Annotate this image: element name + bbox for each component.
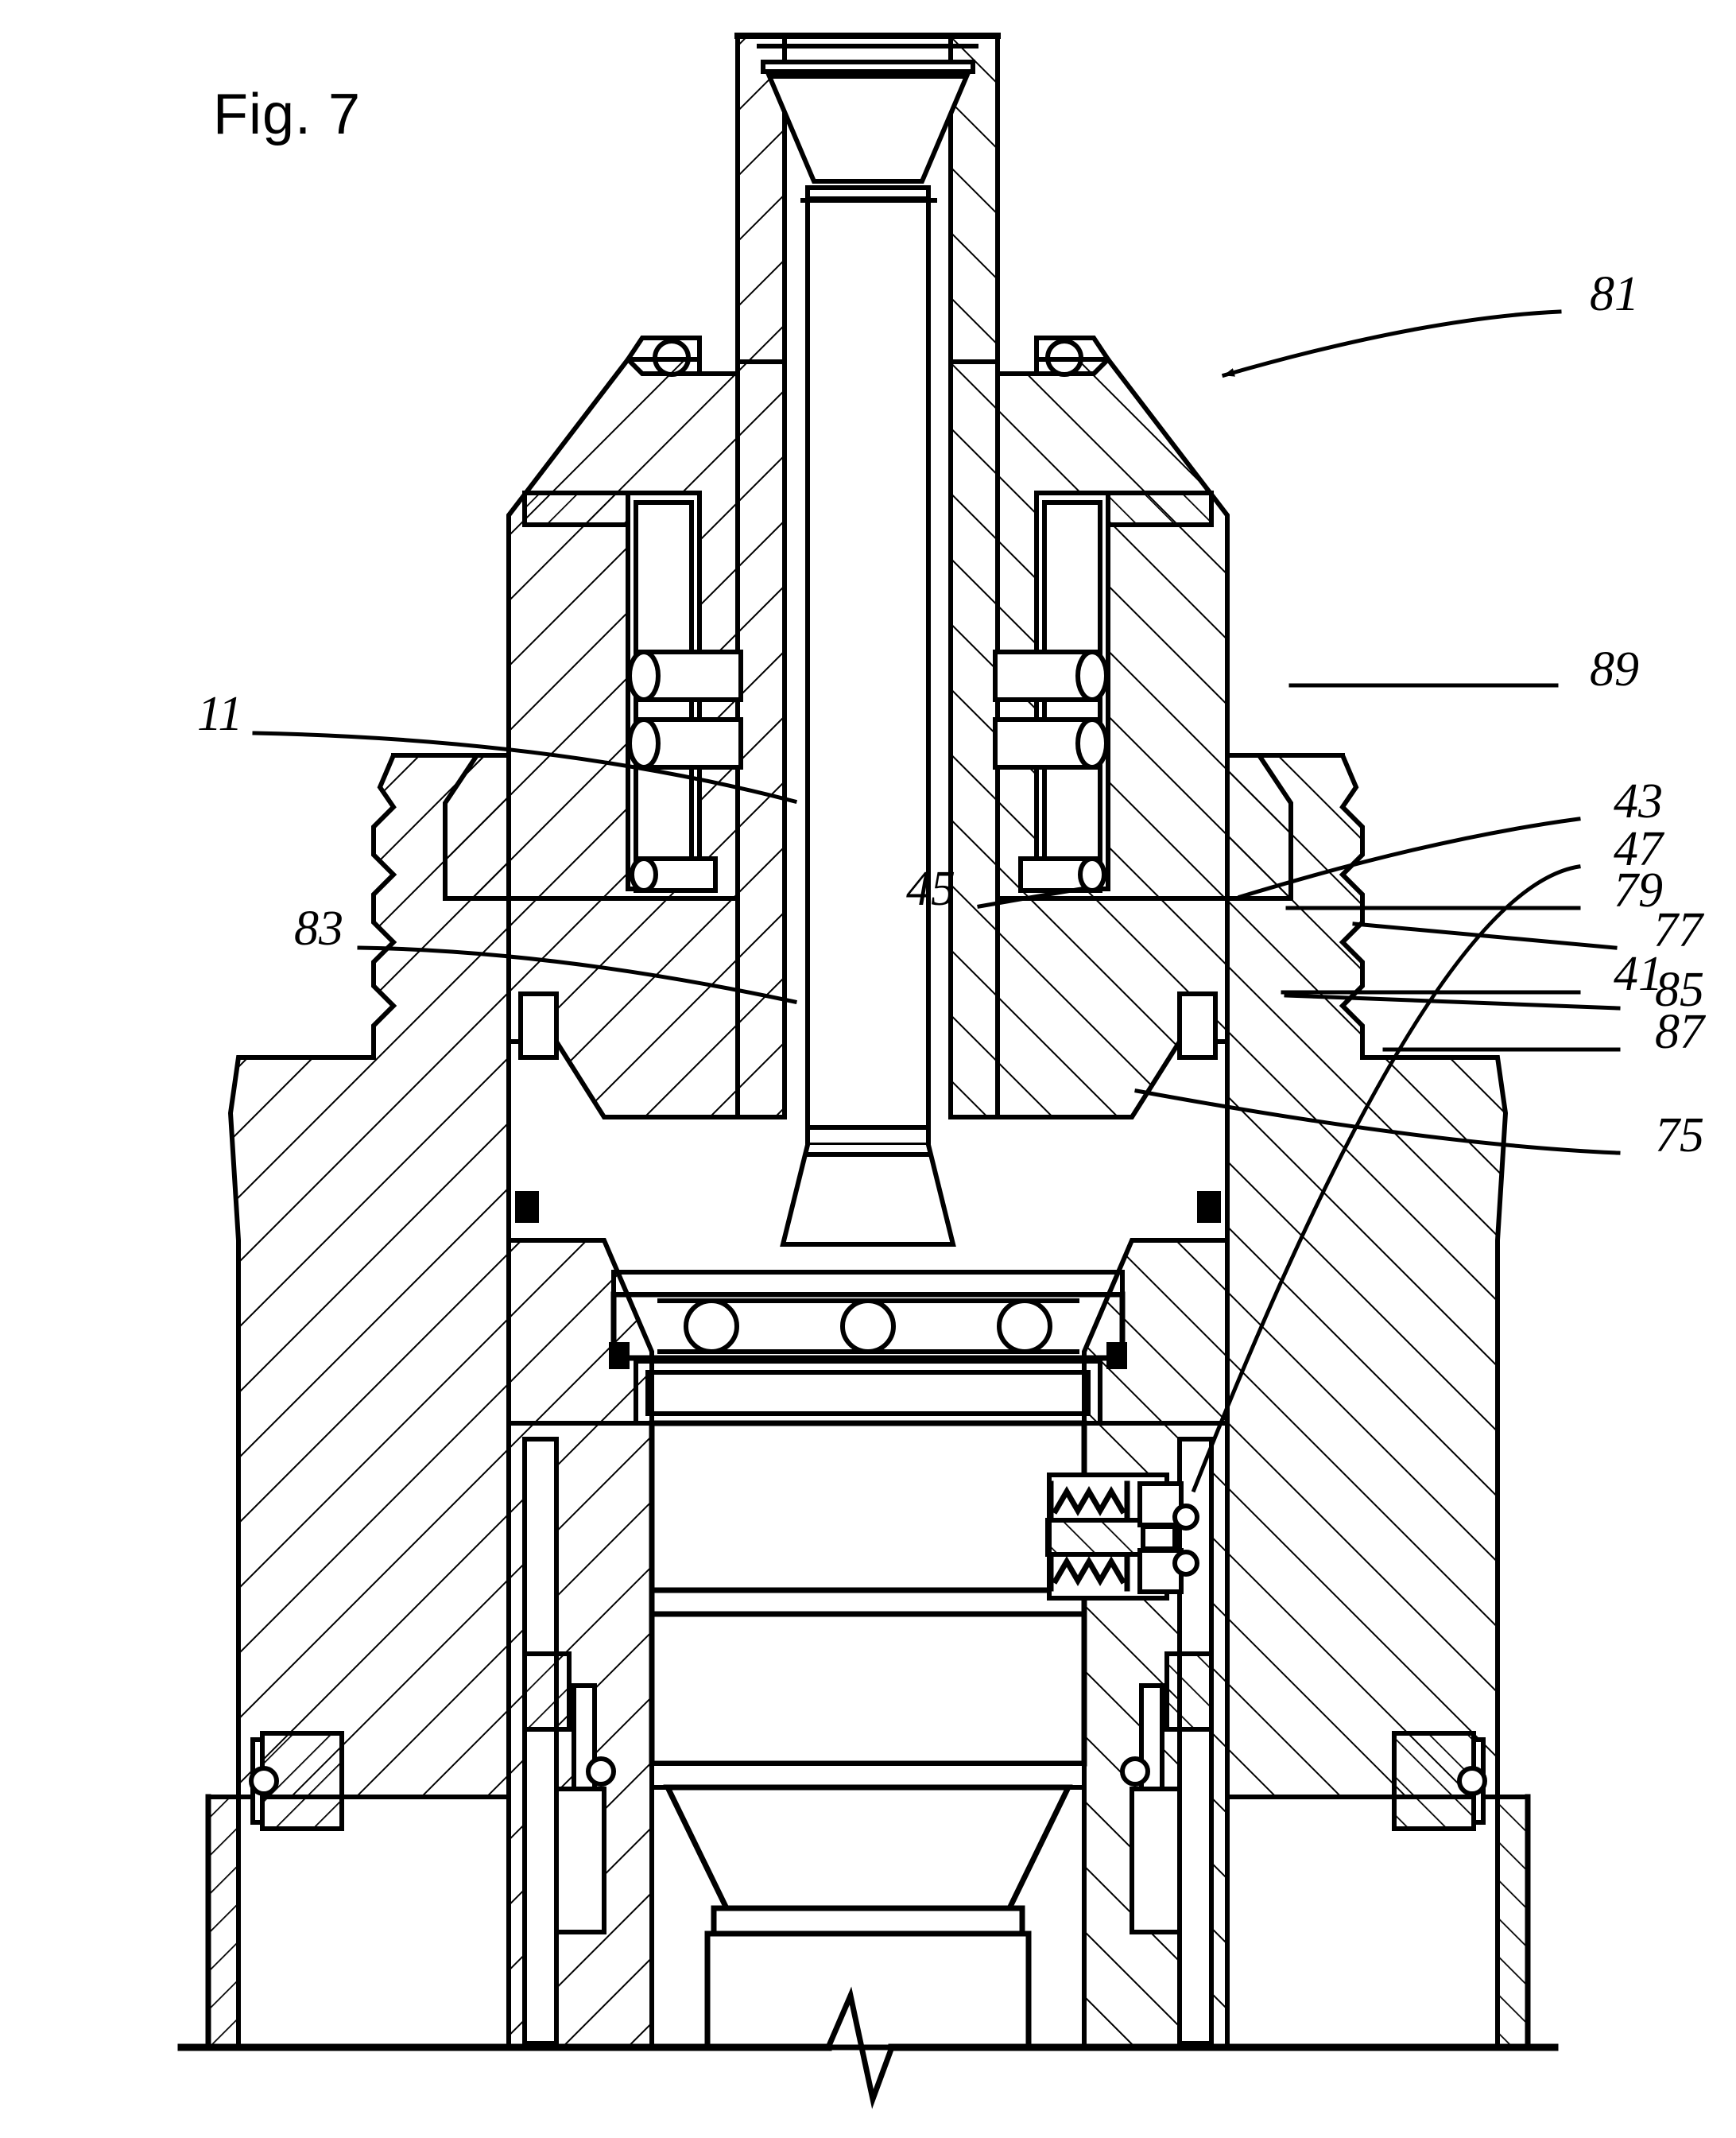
mandrel-shaft: [735, 196, 1000, 1247]
leader-85: [1284, 993, 1621, 1011]
center-stem: [649, 1420, 1087, 2051]
break-symbol: [824, 1986, 896, 2109]
bottom-flange: [205, 1794, 1531, 2051]
leader-45: [977, 887, 1083, 909]
spring-upper: [1052, 1486, 1126, 1516]
bearing-lower-block: [634, 1359, 1102, 1426]
leader-43: [1237, 817, 1581, 900]
ref-numeral-85: 85: [1655, 963, 1704, 1017]
leader-77: [1352, 922, 1618, 950]
ref-numeral-81: 81: [1590, 267, 1639, 321]
bearing-race: [610, 1270, 1126, 1361]
leader-81: [1221, 309, 1562, 378]
upper-cone-body: [506, 357, 1230, 901]
ball-bearing: [684, 1298, 739, 1354]
leader-47: [1191, 864, 1581, 1493]
ref-numeral-47: 47: [1614, 822, 1665, 876]
leader-11: [252, 731, 798, 805]
wedge-right: [1082, 1238, 1230, 1426]
housing-collar-left: [391, 753, 511, 901]
mid-seal-left: [506, 896, 740, 1223]
upper-mandrel: [734, 33, 1001, 364]
ref-numeral-45: 45: [906, 862, 955, 916]
oring-outer-right: [1392, 1731, 1487, 1831]
ball-bearing: [840, 1298, 896, 1354]
leader-83: [357, 945, 797, 1004]
leader-lines: [252, 309, 1621, 1493]
outer-housing-right: [1225, 753, 1509, 1799]
ref-numeral-89: 89: [1590, 642, 1639, 696]
dowel-pin-lower-left: [627, 717, 743, 770]
dowel-pin-lower-right: [993, 717, 1109, 770]
ref-numeral-77: 77: [1653, 903, 1705, 957]
leader-75: [1134, 1088, 1621, 1155]
dowel-pin-upper-left: [627, 650, 743, 702]
figure-title: Fig. 7: [213, 83, 362, 146]
ref-numeral-11: 11: [197, 687, 242, 741]
latch-spring-assembly: [1045, 1473, 1199, 1601]
oring-outer-left: [249, 1731, 344, 1831]
dowel-pin-upper-right: [993, 650, 1109, 702]
ball-bearing: [997, 1298, 1052, 1354]
ref-numeral-79: 79: [1614, 863, 1663, 918]
oring-inner-right: [1120, 1651, 1214, 1934]
ref-numeral-43: 43: [1614, 774, 1663, 828]
ref-numeral-87: 87: [1655, 1005, 1707, 1059]
ref-numeral-75: 75: [1655, 1108, 1704, 1162]
spring-lower: [1052, 1556, 1126, 1586]
baseline-with-break: [177, 1986, 1559, 2109]
outer-housing-left: [227, 753, 511, 1799]
wedge-left: [506, 1238, 654, 1426]
mid-seal-right: [995, 896, 1230, 1223]
ref-numeral-41: 41: [1614, 947, 1663, 1001]
ref-numeral-83: 83: [294, 902, 343, 956]
pin-left-lower: [630, 856, 718, 893]
housing-collar-right: [1225, 753, 1345, 901]
oring-inner-left: [522, 1651, 616, 1934]
pin-right-lower: [1018, 856, 1106, 893]
reference-numeral-labels: 81 89 11 43 47 45 79 77 41 85 83 87 75: [197, 267, 1707, 1162]
